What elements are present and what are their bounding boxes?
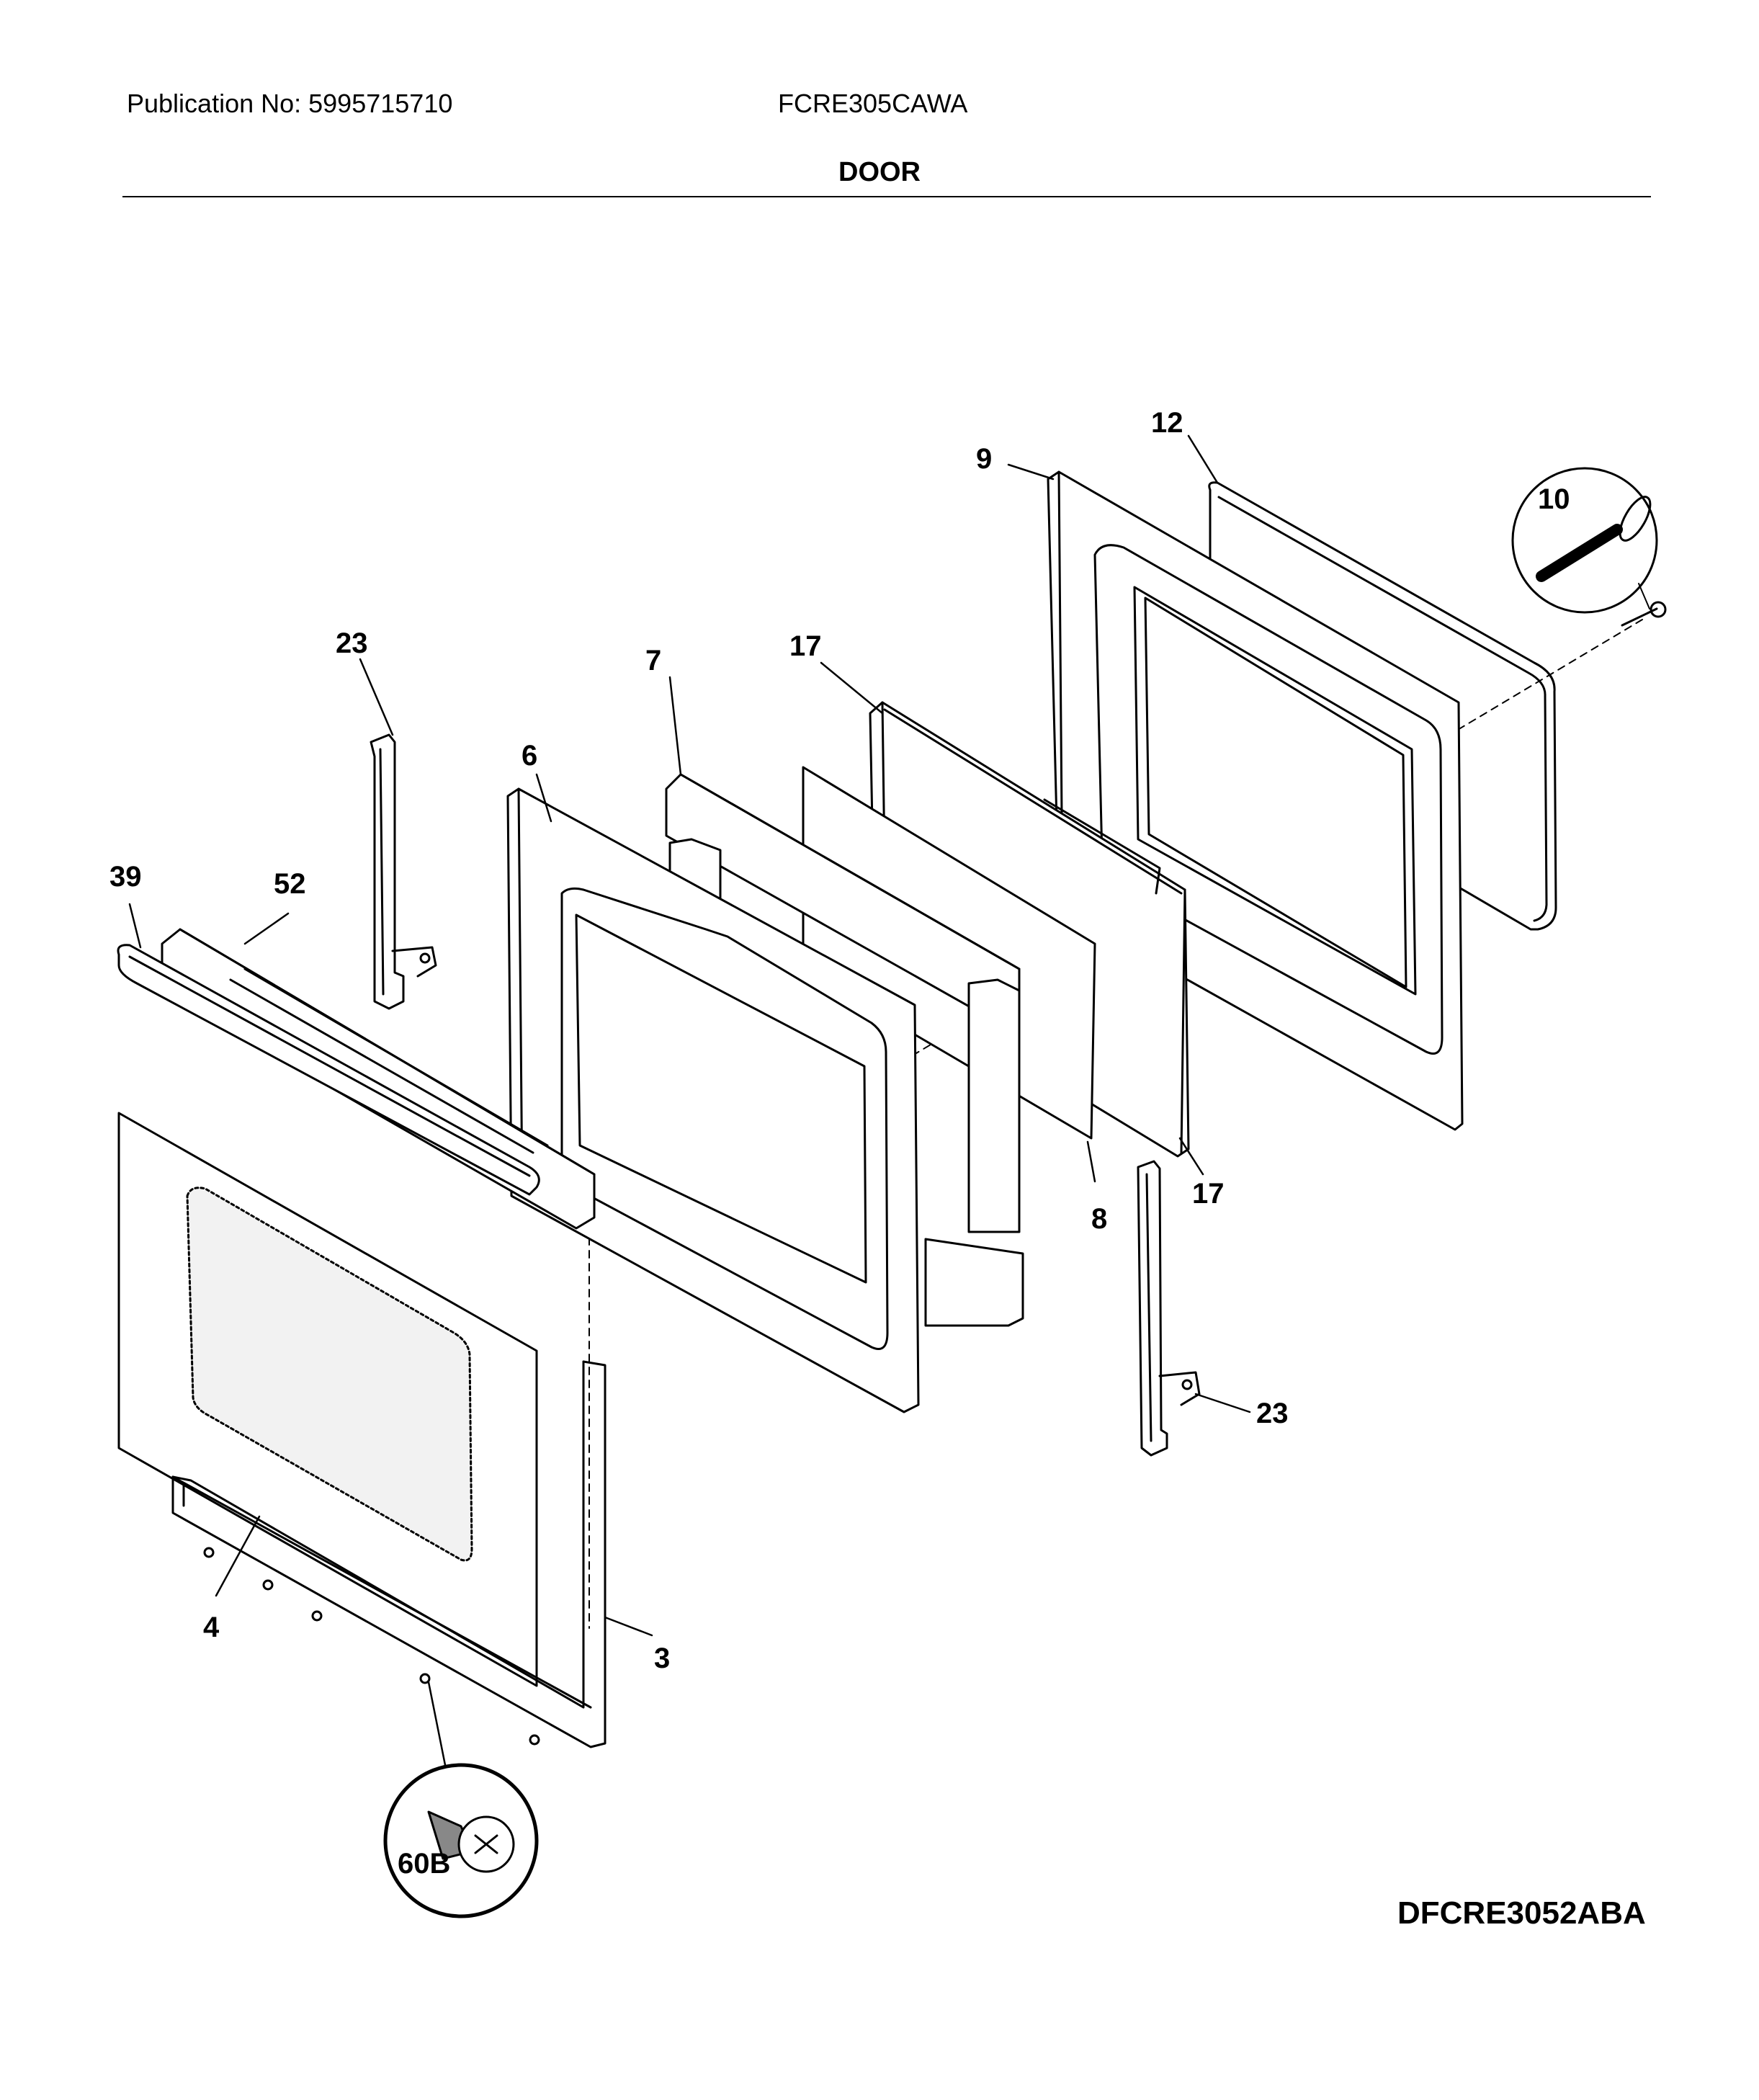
callout-60b: 60B <box>398 1848 450 1880</box>
part-23-hinge-right <box>1137 1160 1201 1457</box>
header-divider <box>122 196 1651 197</box>
model-number: FCRE305CAWA <box>778 89 968 118</box>
callout-17-lower: 17 <box>1192 1178 1225 1210</box>
part-23-hinge-left <box>370 733 437 1010</box>
callout-7: 7 <box>645 645 661 676</box>
callout-8: 8 <box>1091 1203 1107 1235</box>
callout-17-upper: 17 <box>789 630 822 662</box>
callout-23-lower: 23 <box>1256 1398 1289 1429</box>
callout-9: 9 <box>976 443 992 475</box>
part-60b-screw-detail <box>383 1763 539 1918</box>
part-6-inner-frame <box>506 787 920 1413</box>
callout-23-upper: 23 <box>336 627 368 659</box>
screws <box>203 1547 540 1746</box>
callout-6: 6 <box>522 740 537 772</box>
bolt-detail-circle <box>1511 467 1658 614</box>
part-10-bolt <box>1511 467 1667 627</box>
callout-52: 52 <box>274 868 306 900</box>
callout-4: 4 <box>203 1612 220 1643</box>
callout-3: 3 <box>654 1643 670 1674</box>
part-12-gasket <box>1208 481 1557 931</box>
callout-12: 12 <box>1151 407 1183 439</box>
part-39-handle <box>117 944 540 1196</box>
leader-lines <box>128 434 1251 1766</box>
section-title: DOOR <box>838 157 921 187</box>
diagram-code: DFCRE3052ABA <box>1397 1895 1646 1931</box>
callout-10: 10 <box>1538 483 1570 515</box>
publication-number: Publication No: 5995715710 <box>127 89 453 118</box>
callout-39: 39 <box>109 861 142 893</box>
part-4-bottom-trim <box>171 1475 592 1709</box>
